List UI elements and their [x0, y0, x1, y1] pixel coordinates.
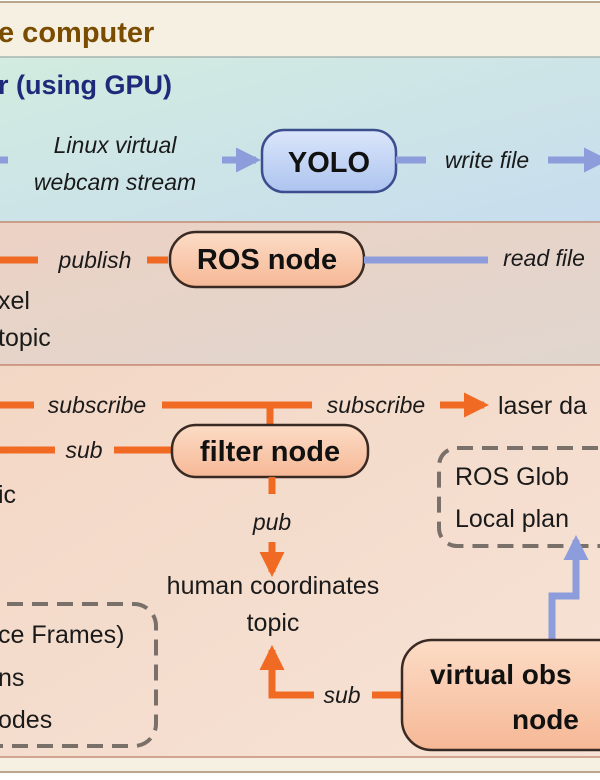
sub-label-left: sub: [65, 437, 102, 463]
write-file-label: write file: [445, 147, 529, 173]
pub-label: pub: [252, 509, 292, 535]
planner-dashed-box: [437, 446, 600, 548]
planner-label-line2: Local plan: [455, 505, 569, 533]
left-topic-fragment: ic: [0, 481, 16, 509]
laser-data-label: laser da: [498, 392, 587, 420]
publish-label: publish: [58, 247, 132, 273]
pixel-topic-line2: topic: [0, 324, 51, 352]
planner-label-line1: ROS Glob: [455, 463, 569, 491]
sub-bottom-arrow: [259, 644, 314, 699]
webcam-label-line1: Linux virtual: [54, 132, 178, 158]
virtual-obstacle-label-line1: virtual obs: [430, 659, 572, 690]
sub-bottom-label: sub: [323, 682, 360, 708]
tf-label-line3: odes: [0, 706, 52, 734]
yolo-label: YOLO: [288, 147, 370, 179]
virtual-obstacle-label-line2: node: [512, 704, 579, 735]
tf-dashed-box: [0, 602, 158, 748]
pixel-topic-line1: xel: [0, 287, 30, 315]
virtual-to-planner-arrow: [548, 534, 589, 640]
ros-node-label: ROS node: [197, 244, 337, 276]
read-file-label: read file: [503, 245, 585, 271]
tf-label-line1: ce Frames): [0, 621, 124, 649]
outer-title: e computer: [0, 17, 154, 49]
virtual-obstacle-node: [400, 638, 600, 752]
subscribe-label-left: subscribe: [48, 392, 146, 418]
filter-node-label: filter node: [200, 436, 340, 468]
human-coordinates-line2: topic: [247, 609, 300, 637]
tf-label-line2: ns: [0, 664, 24, 692]
webcam-label-line2: webcam stream: [34, 169, 196, 195]
gpu-section-title: r (using GPU): [0, 70, 172, 100]
human-coordinates-line1: human coordinates: [167, 572, 380, 600]
subscribe-label-right: subscribe: [327, 392, 425, 418]
